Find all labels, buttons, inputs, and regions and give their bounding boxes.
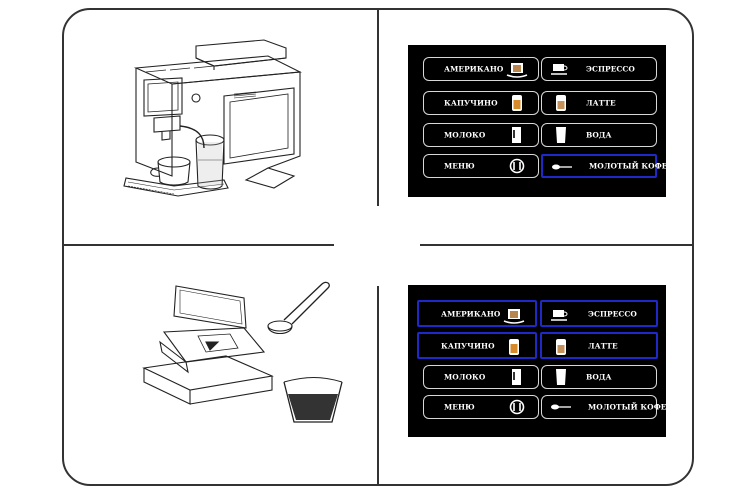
menu-settings-icon xyxy=(509,399,525,415)
cappuccino-glass-icon xyxy=(512,95,522,111)
menu-label: МЕНЮ xyxy=(444,402,475,412)
milk-jug-icon xyxy=(512,369,521,385)
water-glass-icon xyxy=(556,369,566,385)
espresso-label: ЭСПРЕССО xyxy=(586,64,635,74)
menu-label: МЕНЮ xyxy=(444,161,475,171)
ground-coffee-spoon-icon xyxy=(552,164,572,170)
espresso-button[interactable]: ЭСПРЕССО xyxy=(541,57,657,81)
latte-label: ЛАТТЕ xyxy=(588,341,618,350)
latte-glass-icon xyxy=(556,339,566,355)
ground-coffee-label: МОЛОТЫЙ КОФЕ xyxy=(589,161,668,171)
latte-label: ЛАТТЕ xyxy=(586,98,616,108)
milk-button[interactable]: МОЛОКО xyxy=(423,365,539,389)
milk-label: МОЛОКО xyxy=(444,130,486,140)
divider-vertical-top xyxy=(377,10,379,206)
espresso-label: ЭСПРЕССО xyxy=(588,309,637,318)
americano-label: АМЕРИКАНО xyxy=(441,309,501,318)
espresso-cup-icon xyxy=(551,64,568,75)
instruction-frame xyxy=(62,8,694,486)
americano-button[interactable]: АМЕРИКАНО xyxy=(423,57,539,81)
ground-coffee-label: МОЛОТЫЙ КОФЕ xyxy=(588,402,667,412)
milk-button[interactable]: МОЛОКО xyxy=(423,123,539,147)
ground-coffee-button[interactable]: МОЛОТЫЙ КОФЕ xyxy=(541,154,667,178)
latte-button[interactable]: ЛАТТЕ xyxy=(540,332,658,359)
water-label: ВОДА xyxy=(586,372,612,382)
americano-cup-icon xyxy=(506,63,528,78)
milk-jug-icon xyxy=(512,127,521,143)
milk-label: МОЛОКО xyxy=(444,372,486,382)
coffee-machine-illustration xyxy=(123,39,302,197)
cappuccino-glass-icon xyxy=(509,339,519,355)
menu-button[interactable]: МЕНЮ xyxy=(423,154,539,178)
cappuccino-label: КАПУЧИНО xyxy=(441,341,495,350)
control-panel-screen-1: АМЕРИКАНО ЭСПРЕССО КАПУЧИНО ЛАТТЕ МОЛОКО xyxy=(408,45,667,197)
latte-glass-icon xyxy=(556,95,566,111)
espresso-button[interactable]: ЭСПРЕССО xyxy=(540,300,658,327)
americano-button[interactable]: АМЕРИКАНО xyxy=(417,300,537,327)
divider-horizontal-right xyxy=(420,244,692,246)
americano-label: АМЕРИКАНО xyxy=(444,64,504,74)
americano-cup-icon xyxy=(503,309,525,324)
divider-horizontal-left xyxy=(64,244,334,246)
divider-vertical-bottom xyxy=(377,286,379,484)
control-panel-screen-2: АМЕРИКАНО ЭСПРЕССО КАПУЧИНО ЛАТТЕ МОЛОКО xyxy=(408,285,666,437)
espresso-cup-icon xyxy=(551,310,568,321)
water-button[interactable]: ВОДА xyxy=(541,123,657,147)
water-button[interactable]: ВОДА xyxy=(541,365,657,389)
water-glass-icon xyxy=(556,127,566,143)
cappuccino-label: КАПУЧИНО xyxy=(444,98,498,108)
water-label: ВОДА xyxy=(586,130,612,140)
menu-button[interactable]: МЕНЮ xyxy=(423,395,539,419)
ground-coffee-drawer-illustration xyxy=(142,281,343,423)
ground-coffee-spoon-icon xyxy=(551,404,571,410)
menu-settings-icon xyxy=(509,158,525,174)
cappuccino-button[interactable]: КАПУЧИНО xyxy=(423,91,539,115)
latte-button[interactable]: ЛАТТЕ xyxy=(541,91,657,115)
ground-coffee-button[interactable]: МОЛОТЫЙ КОФЕ xyxy=(541,395,666,419)
cappuccino-button[interactable]: КАПУЧИНО xyxy=(417,332,537,359)
